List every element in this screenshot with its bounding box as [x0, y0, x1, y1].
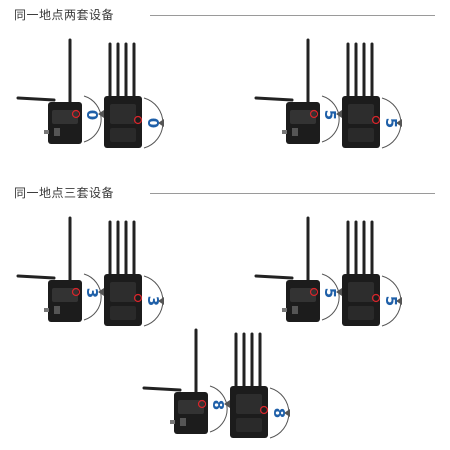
section-divider-two-sets	[150, 15, 435, 16]
device-pair-1: 0 0	[14, 38, 164, 150]
section-title-three-sets: 同一地点三套设备	[14, 186, 115, 200]
transmitter-channel-number: 5	[382, 117, 400, 129]
receiver-channel-indicator	[71, 109, 81, 119]
device-pair-2-illustration	[254, 38, 402, 149]
device-pair-5: 8 8	[140, 328, 290, 440]
receiver-channel-number: 0	[83, 109, 101, 121]
device-pair-1-illustration	[16, 38, 164, 149]
receiver-channel-number: 5	[321, 287, 339, 299]
receiver-channel-indicator	[309, 287, 319, 297]
section-divider-three-sets	[150, 193, 435, 194]
device-pair-4: 5 5	[252, 216, 402, 328]
receiver-channel-indicator	[197, 399, 207, 409]
receiver-channel-indicator	[309, 109, 319, 119]
device-pair-3-illustration	[16, 216, 164, 327]
receiver-side-antenna	[16, 96, 56, 102]
transmitter-channel-number: 8	[270, 407, 288, 419]
receiver-channel-number: 5	[321, 109, 339, 121]
transmitter-channel-number: 3	[144, 295, 162, 307]
device-pair-5-illustration	[142, 328, 290, 439]
transmitter-channel-indicator	[133, 115, 143, 125]
transmitter-channel-indicator	[371, 115, 381, 125]
transmitter-channel-number: 0	[144, 117, 162, 129]
device-pair-3: 3 3	[14, 216, 164, 328]
transmitter-channel-indicator	[371, 293, 381, 303]
receiver-channel-indicator	[71, 287, 81, 297]
transmitter-channel-indicator	[133, 293, 143, 303]
transmitter-channel-indicator	[259, 405, 269, 415]
transmitter-channel-number: 5	[382, 295, 400, 307]
device-pair-2: 5 5	[252, 38, 402, 150]
device-pair-4-illustration	[254, 216, 402, 327]
receiver-channel-number: 3	[83, 287, 101, 299]
section-title-two-sets: 同一地点两套设备	[14, 8, 115, 22]
receiver-channel-number: 8	[209, 399, 227, 411]
